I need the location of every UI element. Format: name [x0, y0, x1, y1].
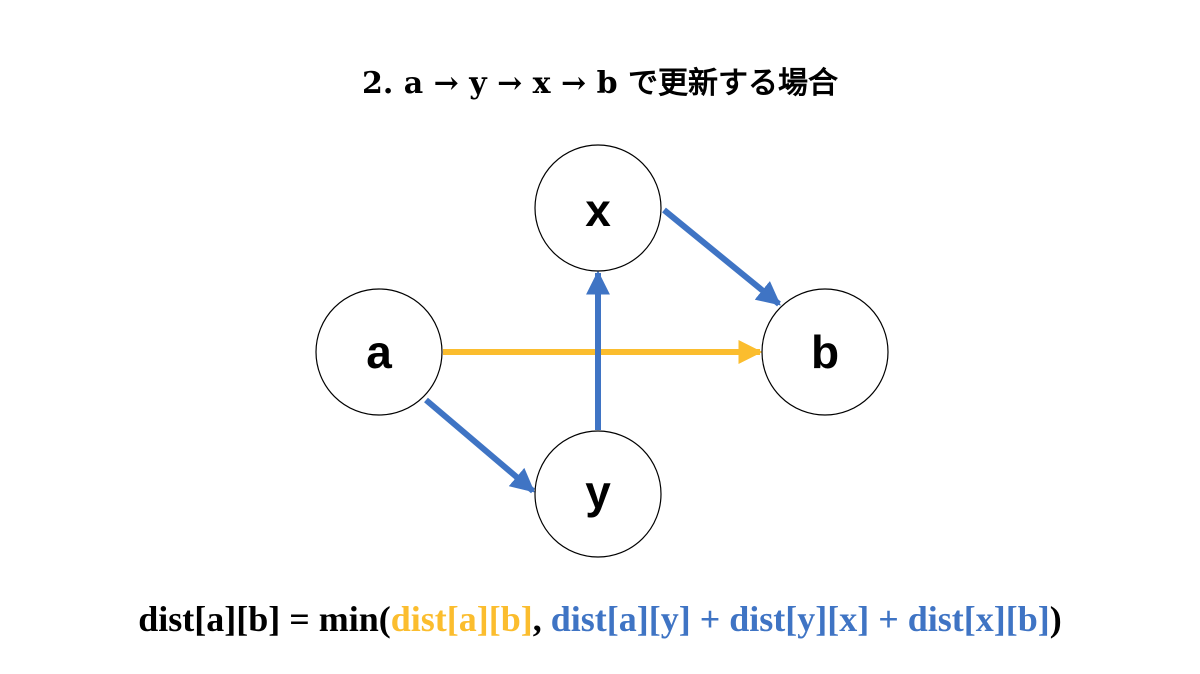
- formula-lhs: dist[a][b] = min(: [138, 599, 391, 639]
- node-y: y: [534, 430, 662, 558]
- node-y-label: y: [585, 466, 611, 518]
- node-b: b: [761, 288, 889, 416]
- formula-path-term: dist[a][y] + dist[y][x] + dist[x][b]: [550, 599, 1050, 639]
- node-x-label: x: [585, 184, 611, 236]
- formula-close: ): [1049, 599, 1062, 639]
- node-x: x: [534, 144, 662, 272]
- update-formula: dist[a][b] = min(dist[a][b], dist[a][y] …: [0, 598, 1200, 640]
- formula-separator: ,: [532, 599, 551, 639]
- diagram-title: 2. a → y → x → b で更新する場合: [361, 66, 838, 101]
- formula-direct-term: dist[a][b]: [390, 599, 533, 639]
- node-a: a: [315, 288, 443, 416]
- edge-x-to-b: [662, 207, 781, 307]
- node-a-label: a: [366, 326, 392, 378]
- edge-a-to-y: [424, 397, 535, 494]
- node-b-label: b: [811, 326, 839, 378]
